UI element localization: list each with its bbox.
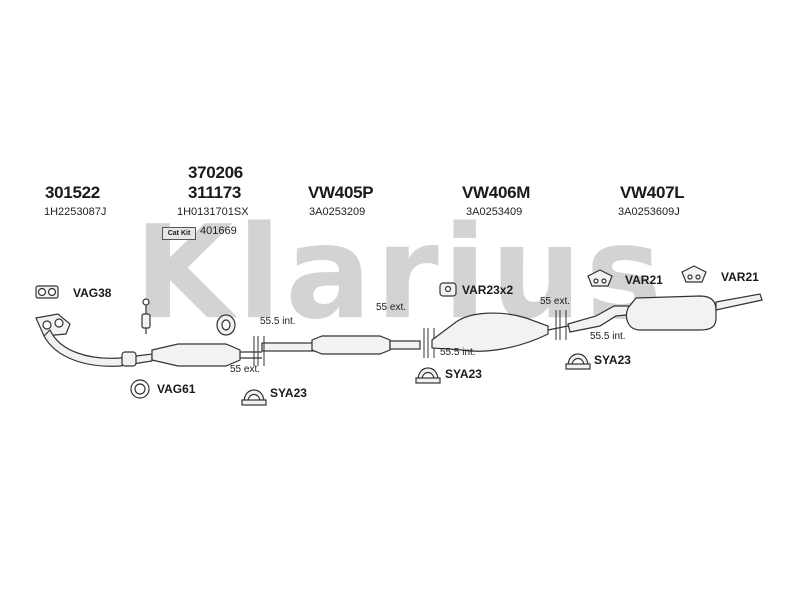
joint-label: 55 ext. xyxy=(540,296,571,307)
watermark: Klarius xyxy=(134,214,666,334)
gasket-icon xyxy=(35,285,59,299)
cat-kit-number: 401669 xyxy=(200,225,237,237)
oem-number: 1H0131701SX xyxy=(177,206,249,218)
fitting-label: SYA23 xyxy=(594,353,631,367)
joint-label: 55.5 int. xyxy=(440,347,476,358)
clamp-icon xyxy=(241,389,267,406)
rear-silencer xyxy=(625,295,717,331)
cat-kit-badge: Cat Kit xyxy=(162,227,196,240)
part-number: VW405P xyxy=(308,183,374,202)
joint-label: 55.5 int. xyxy=(260,316,296,327)
oem-number: 3A0253409 xyxy=(466,206,523,218)
clamp-icon xyxy=(415,367,441,384)
catalytic-converter xyxy=(151,343,241,367)
middle-silencer xyxy=(431,312,549,352)
front-pipe xyxy=(43,328,153,367)
part-number: 311173 xyxy=(188,183,242,202)
sensor-bracket xyxy=(141,298,151,334)
fitting-label: SYA23 xyxy=(445,367,482,381)
part-number: 301522 xyxy=(45,183,100,202)
fitting-label: VAG61 xyxy=(157,382,196,396)
part-number: 370206 xyxy=(188,163,243,182)
oem-number: 1H2253087J xyxy=(44,206,107,218)
rubber-mount-icon xyxy=(439,282,457,297)
front-pipe-flange xyxy=(35,313,71,337)
fitting-label: VAR23x2 xyxy=(462,283,514,297)
fitting-label: VAR21 xyxy=(625,273,663,287)
fitting-label: VAR21 xyxy=(721,270,759,284)
part-number: VW407L xyxy=(620,183,685,202)
oem-number: 3A0253209 xyxy=(309,206,366,218)
centre-silencer xyxy=(311,335,391,355)
joint-label: 55 ext. xyxy=(230,364,261,375)
fitting-label: SYA23 xyxy=(270,386,307,400)
part-number: VW406M xyxy=(462,183,531,202)
rear-pipe xyxy=(567,305,637,333)
joint-label: 55.5 int. xyxy=(590,331,626,342)
clamp-icon xyxy=(565,353,591,370)
flex-joint xyxy=(121,351,137,367)
tailpipe xyxy=(715,293,763,311)
oem-number: 3A0253609J xyxy=(618,206,680,218)
hanger-icon xyxy=(681,265,707,283)
joint-label: 55 ext. xyxy=(376,302,407,313)
hanger-icon xyxy=(587,269,613,287)
fitting-label: VAG38 xyxy=(73,286,112,300)
gasket-ring-icon xyxy=(130,379,150,399)
